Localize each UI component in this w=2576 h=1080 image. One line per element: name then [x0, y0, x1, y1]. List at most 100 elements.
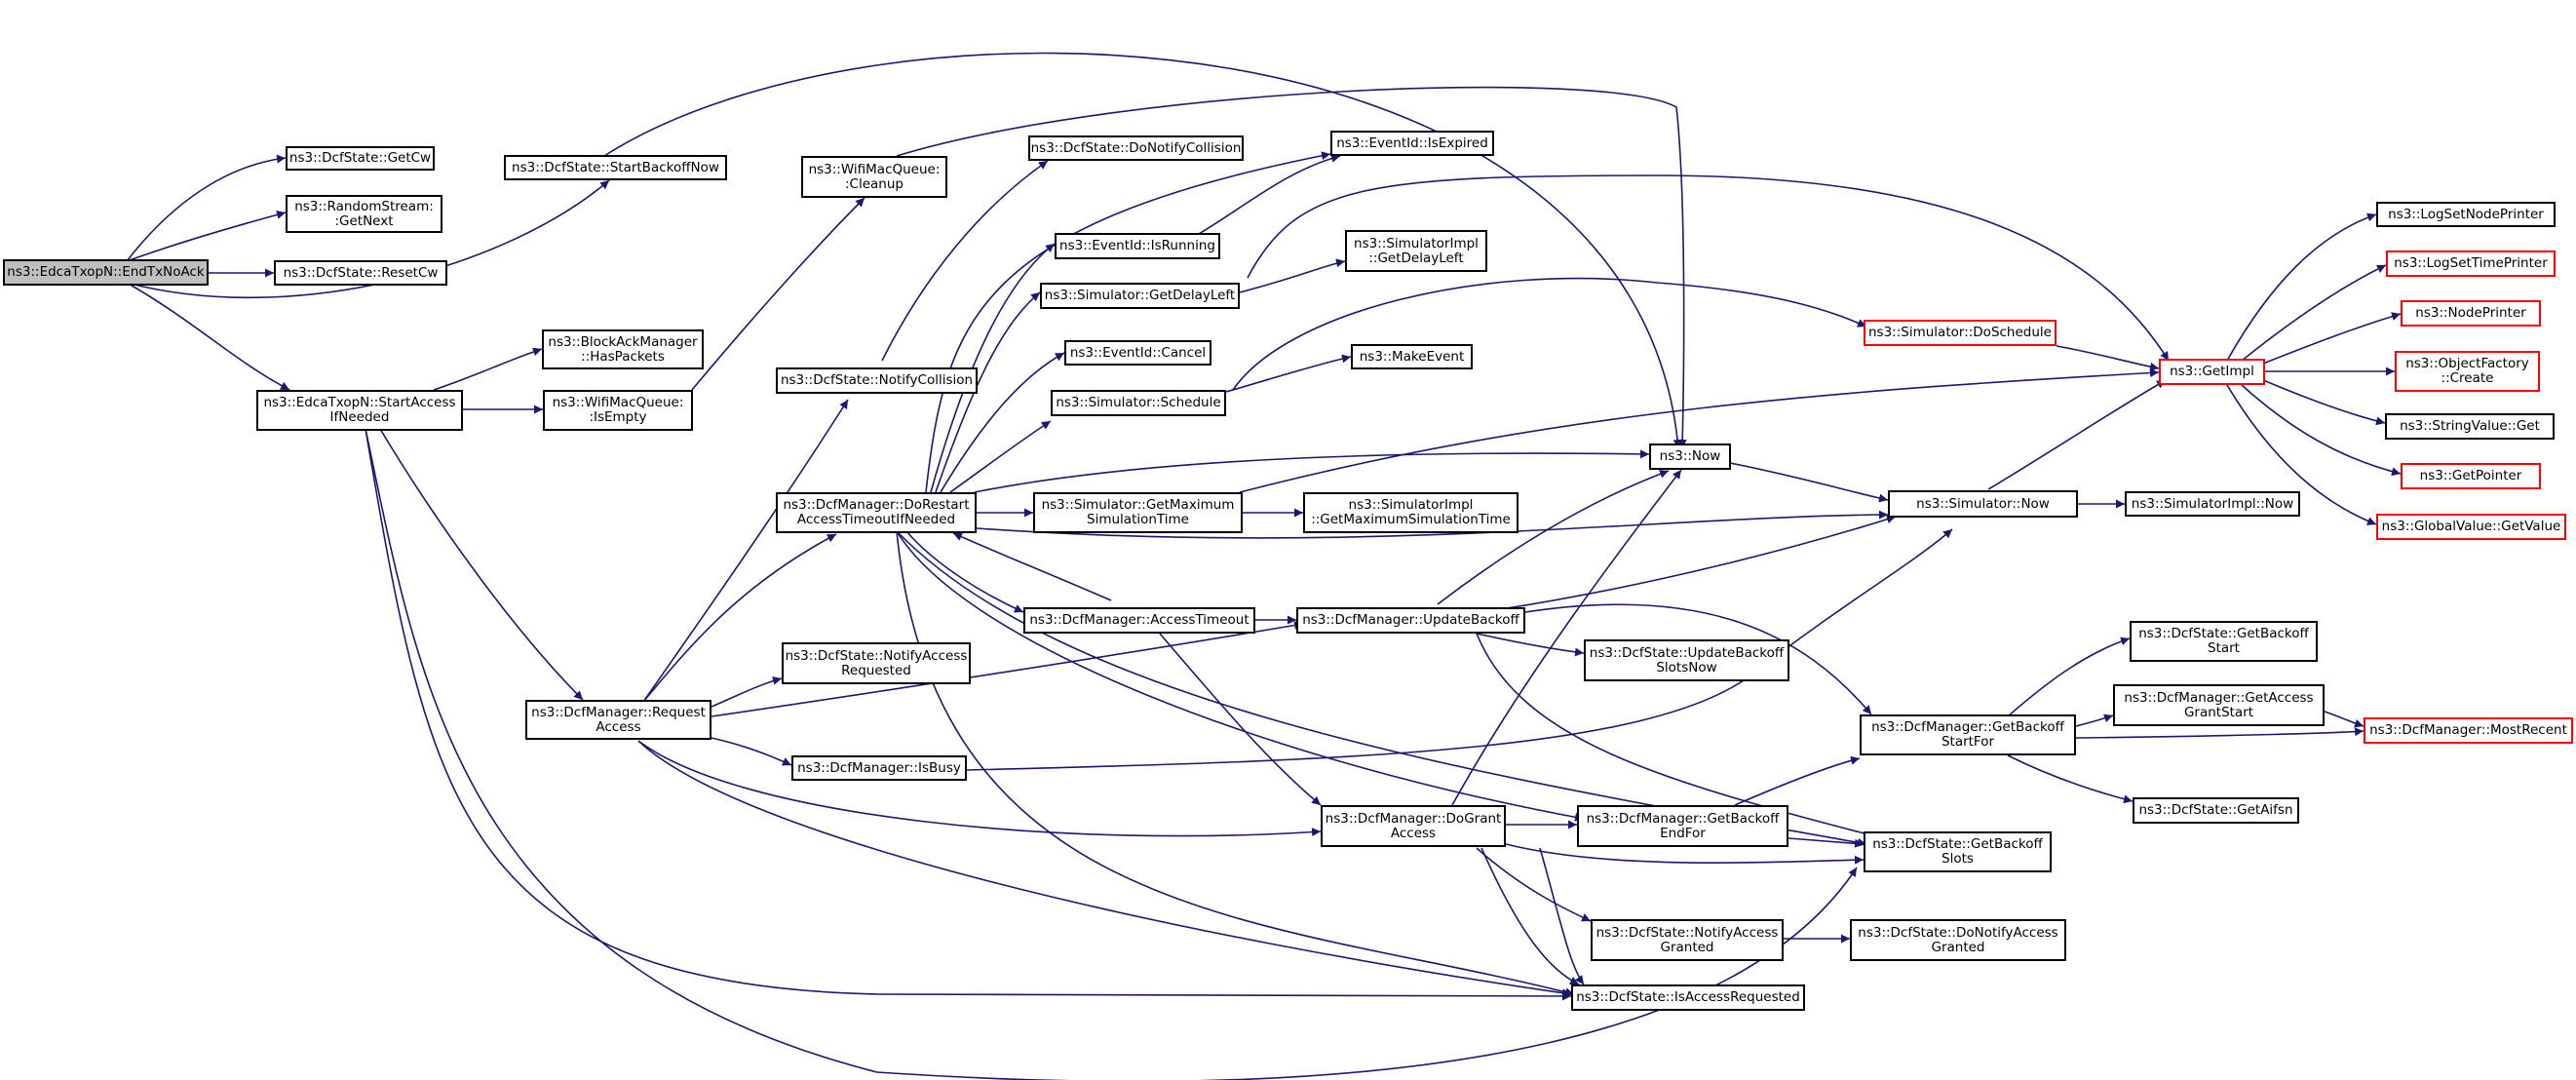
edge-getimpl-stringvalue — [2262, 379, 2386, 426]
edge-endfor-slots — [1788, 837, 1865, 848]
edge-startaccess-haspackets — [433, 347, 543, 391]
edge-endtx-startaccess — [126, 282, 290, 391]
node-makeevent[interactable]: ns3::MakeEvent — [1351, 344, 1473, 369]
node-updatebackoffslotsnow[interactable]: ns3::DcfState::UpdateBackoff SlotsNow — [1584, 639, 1789, 681]
node-getaccessgrantstart[interactable]: ns3::DcfManager::GetAccess GrantStart — [2113, 684, 2325, 726]
edge-endfor-startfor — [1734, 755, 1861, 806]
edge-accesstimeout-dogrant — [1159, 633, 1322, 806]
edge-request-dogrant — [637, 740, 1322, 837]
node-isexpired[interactable]: ns3::EventId::IsExpired — [1330, 131, 1494, 156]
node-eventid-cancel[interactable]: ns3::EventId::Cancel — [1064, 340, 1211, 366]
node-notifycollision[interactable]: ns3::DcfState::NotifyCollision — [776, 367, 978, 394]
node-simulatorimpl-getdelayleft[interactable]: ns3::SimulatorImpl ::GetDelayLeft — [1345, 230, 1487, 272]
edge-startfor-mostrecent — [2075, 727, 2365, 739]
edge-dorestart-getbackoffslots — [896, 530, 1867, 847]
node-simulatorimpl-now[interactable]: ns3::SimulatorImpl::Now — [2125, 491, 2300, 517]
node-dorestartaccesstimeout[interactable]: ns3::DcfManager::DoRestart AccessTimeout… — [776, 492, 977, 533]
node-getmaximumsimulationtime[interactable]: ns3::Simulator::GetMaximum SimulationTim… — [1033, 492, 1243, 533]
edge-request-notifycollision — [642, 399, 849, 703]
node-doschedule[interactable]: ns3::Simulator::DoSchedule — [1864, 320, 2057, 346]
edge-updatebackoff-getbackoffstartfor — [1524, 603, 1872, 715]
node-logsetnodeprinter[interactable]: ns3::LogSetNodePrinter — [2376, 202, 2556, 227]
node-isrunning[interactable]: ns3::EventId::IsRunning — [1055, 233, 1220, 259]
node-endtxnoack: ns3::EdcaTxopN::EndTxNoAck — [3, 259, 209, 286]
edge-getdelayleft-implgetdelay — [1239, 258, 1346, 293]
edge-dorestart-schedule — [949, 420, 1052, 493]
node-nodeprinter[interactable]: ns3::NodePrinter — [2401, 300, 2541, 327]
node-updatebackoff[interactable]: ns3::DcfManager::UpdateBackoff — [1296, 607, 1525, 634]
edge-endtx-getcw — [126, 154, 287, 262]
edge-schedule-makeevent — [1225, 354, 1352, 393]
node-donotifyaccessgranted[interactable]: ns3::DcfState::DoNotifyAccess Granted — [1850, 919, 2066, 961]
edge-dogrant-isaccessreq2 — [1539, 847, 1585, 985]
edge-doschedule-getimpl — [2056, 345, 2160, 371]
node-dograntaccess[interactable]: ns3::DcfManager::DoGrant Access — [1321, 805, 1506, 847]
node-getimpl[interactable]: ns3::GetImpl — [2159, 359, 2265, 385]
node-isaccessrequested[interactable]: ns3::DcfState::IsAccessRequested — [1571, 984, 1805, 1011]
node-haspackets[interactable]: ns3::BlockAckManager ::HasPackets — [542, 329, 704, 369]
node-getdelayleft[interactable]: ns3::Simulator::GetDelayLeft — [1040, 283, 1240, 309]
edge-notifycollision-donotify — [881, 160, 1049, 362]
edge-dorestart-getbackoffendfor — [896, 530, 1585, 822]
node-dcfstate-getcw[interactable]: ns3::DcfState::GetCw — [286, 146, 435, 171]
edge-dorestart-getdelayleft — [935, 291, 1041, 493]
node-getbackoffstartfor[interactable]: ns3::DcfManager::GetBackoff StartFor — [1860, 714, 2076, 755]
edge-isempty-cleanup — [691, 197, 865, 391]
edge-getimpl-nodeprinter — [2262, 312, 2402, 365]
node-dcfstate-resetcw[interactable]: ns3::DcfState::ResetCw — [274, 260, 447, 286]
edge-dorestart-isrunning — [930, 243, 1056, 493]
edge-accessgrant-mostrecent — [2324, 711, 2365, 728]
edge-updatebackoff-getbackoffslots — [1476, 633, 1884, 841]
edge-startaccess-isaccessreq — [365, 428, 1572, 1001]
edge-request-dorestart — [642, 533, 837, 703]
node-simulator-schedule[interactable]: ns3::Simulator::Schedule — [1051, 390, 1226, 416]
node-simulator-now[interactable]: ns3::Simulator::Now — [1888, 490, 2078, 518]
node-objectfactory-create[interactable]: ns3::ObjectFactory ::Create — [2395, 351, 2540, 392]
edge-dorestart-accesstimeout — [905, 530, 1024, 613]
node-globalvalue-getvalue[interactable]: ns3::GlobalValue::GetValue — [2376, 514, 2566, 540]
edge-updatebackoff-now — [1437, 469, 1670, 605]
edge-dogrant-now — [1451, 469, 1682, 806]
node-startaccessifneeded[interactable]: ns3::EdcaTxopN::StartAccess IfNeeded — [256, 390, 463, 431]
edge-dorestart-isexpired — [925, 151, 1331, 493]
node-accesstimeout[interactable]: ns3::DcfManager::AccessTimeout — [1023, 607, 1255, 634]
edge-dogrant-getbackoffslots — [1505, 843, 1865, 865]
edge-getimpl-getpointer — [2241, 384, 2402, 477]
node-getbackoffslots[interactable]: ns3::DcfState::GetBackoff Slots — [1864, 831, 2052, 872]
node-stringvalue-get[interactable]: ns3::StringValue::Get — [2385, 413, 2555, 440]
node-donotifycollision[interactable]: ns3::DcfState::DoNotifyCollision — [1028, 135, 1244, 161]
node-simulatorimpl-getmaxsim[interactable]: ns3::SimulatorImpl ::GetMaximumSimulatio… — [1303, 492, 1519, 533]
node-notifyaccessrequested[interactable]: ns3::DcfState::NotifyAccess Requested — [782, 642, 971, 684]
edge-startfor-getaifsn — [2007, 754, 2134, 804]
node-randomstream-getnext[interactable]: ns3::RandomStream: :GetNext — [286, 195, 442, 233]
node-getaifsn[interactable]: ns3::DcfState::GetAifsn — [2133, 797, 2299, 824]
node-isbusy[interactable]: ns3::DcfManager::IsBusy — [791, 755, 967, 781]
node-notifyaccessgranted[interactable]: ns3::DcfState::NotifyAccess Granted — [1591, 919, 1784, 961]
edge-dogrant-isaccessreq — [1480, 847, 1580, 985]
edge-isrunning-isexpired — [1198, 154, 1341, 235]
edge-request-isbusy — [711, 737, 792, 766]
edge-updatebackoff-simnow — [1500, 515, 1897, 610]
edge-dorestart-now — [974, 449, 1650, 493]
node-mostrecent[interactable]: ns3::DcfManager::MostRecent — [2364, 717, 2573, 744]
node-getpointer[interactable]: ns3::GetPointer — [2401, 463, 2541, 489]
edge-getimpl-logtime — [2241, 264, 2387, 362]
edge-request-updatebackoff — [711, 621, 1304, 717]
node-getbackoffstart[interactable]: ns3::DcfState::GetBackoff Start — [2130, 621, 2318, 662]
node-wifimacqueue-cleanup[interactable]: ns3::WifiMacQueue: :Cleanup — [801, 156, 947, 198]
node-now[interactable]: ns3::Now — [1649, 444, 1731, 470]
node-startbackoffnow[interactable]: ns3::DcfState::StartBackoffNow — [504, 155, 727, 180]
node-requestaccess[interactable]: ns3::DcfManager::Request Access — [525, 700, 711, 740]
edge-now-simnow — [1729, 462, 1889, 503]
edge-startaccess-requestaccess — [379, 428, 584, 701]
edge-schedule-doschedule — [1232, 277, 1867, 391]
edge-getdelayleft-getimpl — [1247, 174, 2170, 362]
node-getbackoffendfor[interactable]: ns3::DcfManager::GetBackoff EndFor — [1577, 805, 1788, 847]
edge-startfor-getbackoffstart — [2007, 636, 2131, 717]
node-wifimacqueue-isempty[interactable]: ns3::WifiMacQueue: :IsEmpty — [543, 390, 693, 431]
edge-request-isaccessreq — [637, 740, 1572, 998]
edge-simnow-getimpl — [1987, 379, 2167, 490]
edge-cleanup-now — [896, 86, 1687, 449]
node-logsettimeprinter[interactable]: ns3::LogSetTimePrinter — [2386, 251, 2556, 277]
